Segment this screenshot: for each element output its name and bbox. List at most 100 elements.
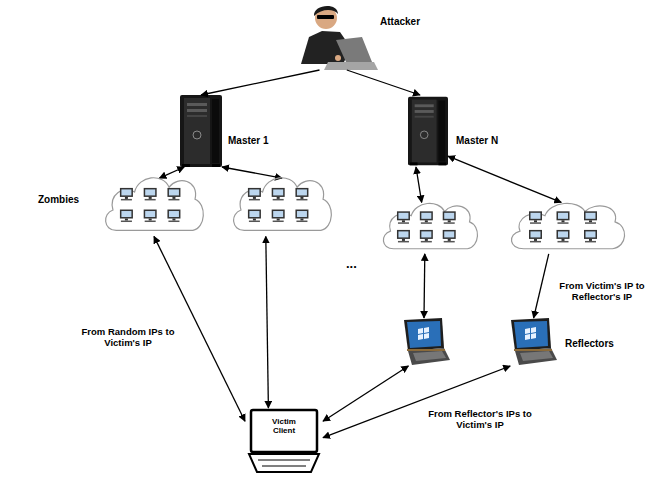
zombie-computer [272,210,285,223]
zombie-computer [421,213,431,219]
zombie-computer [168,221,179,223]
zombie-computer [530,241,541,243]
zombie-computer [530,222,541,224]
zombie-computer [421,231,431,237]
cloud-outline [106,178,204,231]
zombie-computer [121,199,132,201]
zombie-computer [249,199,260,201]
zombie-computer [448,239,451,241]
zombie-computer [420,230,433,243]
server-node: Master 1 [180,95,222,167]
cloud-outline [505,195,630,257]
zombie-computer [248,188,261,197]
victim-laptop [251,410,317,452]
ellipsis-label: ... [344,256,359,273]
zombie-computer [584,230,597,243]
victim-laptop [249,410,319,472]
connector-arrow [222,167,282,178]
attacker-figure [301,6,378,70]
server-icon [408,97,448,166]
node-label: Master N [456,135,498,146]
zombie-computer [121,189,131,195]
zombie-computer [585,241,596,243]
zombie-computer [534,239,537,241]
victim-laptop: Victim Client [245,408,323,474]
zombie-computer [529,230,542,239]
zombie-computer [398,231,408,237]
zombie-computer [167,210,180,223]
zombie-cloud [378,195,482,257]
zombie-computer [529,230,542,243]
zombie-cloud [228,168,336,240]
zombie-computer [272,210,285,219]
connector-arrow [448,156,561,202]
zombie-computer [253,197,256,199]
zombie-computer [557,230,570,239]
zombie-computer [425,239,428,241]
zombie-cloud: Zombies [100,168,208,240]
zombie-computer [562,220,565,222]
zombie-computer [273,221,284,223]
zombie-computer [295,188,308,197]
server-node: Master N [408,95,448,167]
zombie-computer [295,210,308,223]
zombie-computer [149,197,152,199]
cloud-outline [378,195,482,257]
zombie-computer [398,213,408,219]
zombie-computer [248,210,261,219]
edge-label: From Reflector's IPs to Victim's IP [422,408,538,432]
zombie-computer [145,199,156,201]
edge-label: From Victim's IP to Reflector's IP [552,280,652,304]
zombie-computer [531,213,541,219]
attacker-node: Attacker [300,2,378,70]
zombie-computer [144,188,157,201]
zombie-computer [443,211,456,220]
zombie-computer [277,197,280,199]
zombie-computer [272,188,285,197]
attacker-figure [314,6,338,16]
zombie-computer [529,211,542,224]
zombie-computer [120,210,133,219]
zombie-computer [121,211,131,217]
zombie-computer [300,219,303,221]
zombie-computer [534,220,537,222]
zombie-computer [249,189,259,195]
zombie-computer [529,211,542,220]
zombie-computer [586,231,596,237]
connector-arrow [201,70,320,95]
zombie-computer [589,220,592,222]
zombie-computer [172,197,175,199]
node-label: Reflectors [565,338,614,349]
zombie-computer [297,211,307,217]
connector-arrow [534,254,549,318]
attacker-figure [317,15,334,19]
cloud-outline [100,168,208,240]
zombie-computer [397,211,410,224]
zombie-computer [253,219,256,221]
zombie-computer [584,211,597,220]
zombie-computer [420,211,433,220]
zombie-computer [444,222,455,224]
zombie-computer [557,230,570,243]
zombie-cloud [505,195,630,257]
zombie-computer [420,211,433,224]
zombie-computer [448,220,451,222]
connector-arrow [266,236,269,408]
zombie-computer [273,211,283,217]
zombie-computer [444,231,454,237]
zombie-computer [421,241,432,243]
attacker-figure [336,37,372,62]
zombie-computer [558,213,568,219]
reflector-laptop: Reflectors [505,318,557,366]
zombie-computer [425,220,428,222]
zombie-computer [443,211,456,224]
zombie-computer [145,211,155,217]
cloud-outline [228,168,336,240]
zombie-computer [443,230,456,239]
zombie-computer [149,219,152,221]
zombie-computer [295,188,308,201]
attacker-figure [335,55,341,61]
